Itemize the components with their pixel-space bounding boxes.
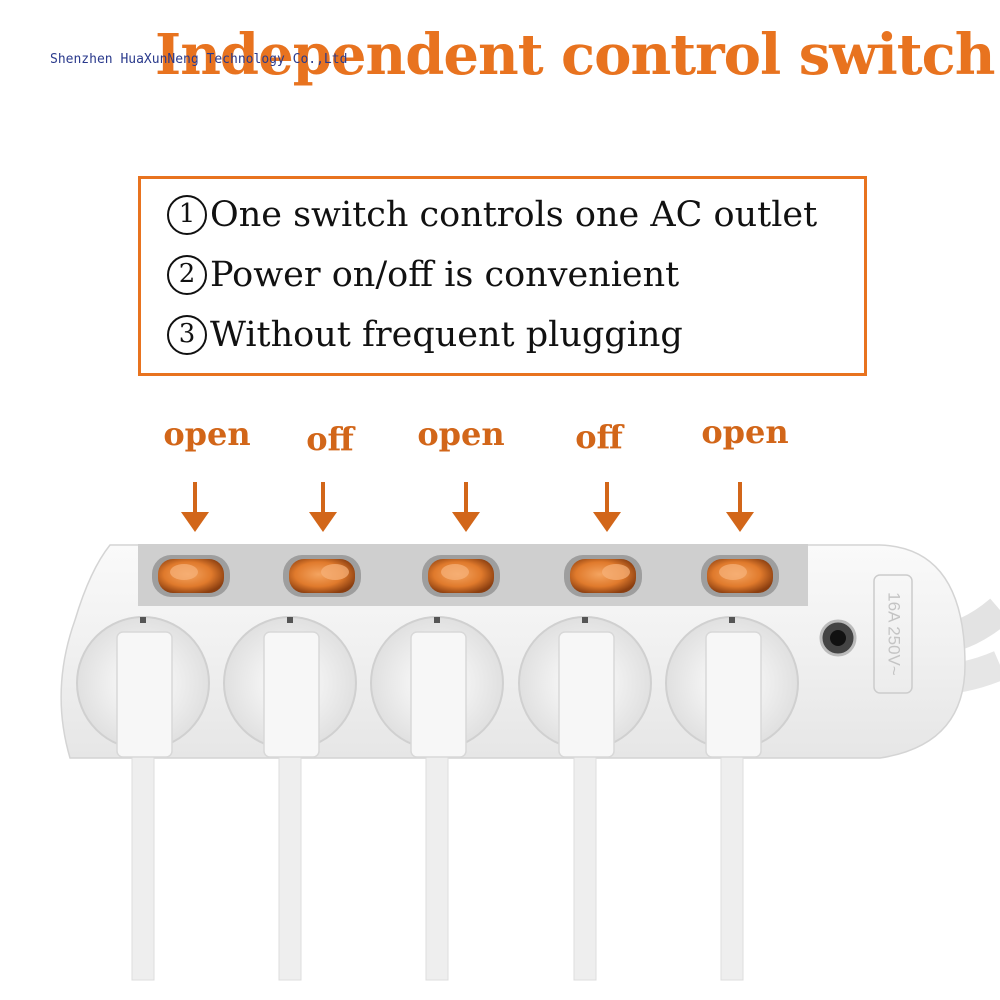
- company-watermark: Shenzhen HuaXunNeng Technology Co.,Ltd: [50, 52, 348, 67]
- down-arrow-icon: [181, 482, 209, 532]
- rating-label-plate: [873, 574, 913, 694]
- switch-state-label: open: [417, 415, 505, 453]
- feature-item: 1 One switch controls one AC outlet: [167, 195, 817, 235]
- rating-label: 16A 250V~: [885, 592, 904, 676]
- down-arrow-icon: [452, 482, 480, 532]
- switch-state-label: open: [163, 415, 251, 453]
- page-title: Independent control switch: [155, 22, 995, 88]
- feature-text: Power on/off is convenient: [210, 255, 680, 295]
- features-box: 1 One switch controls one AC outlet 2 Po…: [138, 176, 867, 376]
- rocker-switch[interactable]: [152, 555, 230, 597]
- rocker-switch[interactable]: [564, 555, 642, 597]
- down-arrow-icon: [726, 482, 754, 532]
- plug: [263, 631, 320, 981]
- plug: [116, 631, 173, 981]
- plug: [558, 631, 615, 981]
- switch-state-label: open: [701, 413, 789, 451]
- switch-state-label: off: [575, 418, 623, 456]
- indicator-button: [819, 619, 857, 657]
- plug: [705, 631, 762, 981]
- down-arrow-icon: [309, 482, 337, 532]
- feature-text: Without frequent plugging: [210, 315, 683, 355]
- rocker-switch[interactable]: [283, 555, 361, 597]
- down-arrow-icon: [593, 482, 621, 532]
- circled-number: 1: [167, 195, 207, 235]
- feature-text: One switch controls one AC outlet: [210, 195, 818, 235]
- rocker-switch[interactable]: [422, 555, 500, 597]
- plug: [410, 631, 467, 981]
- feature-item: 3 Without frequent plugging: [167, 315, 683, 355]
- rocker-switch[interactable]: [701, 555, 779, 597]
- circled-number: 2: [167, 255, 207, 295]
- switch-state-label: off: [306, 420, 354, 458]
- feature-item: 2 Power on/off is convenient: [167, 255, 679, 295]
- circled-number: 3: [167, 315, 207, 355]
